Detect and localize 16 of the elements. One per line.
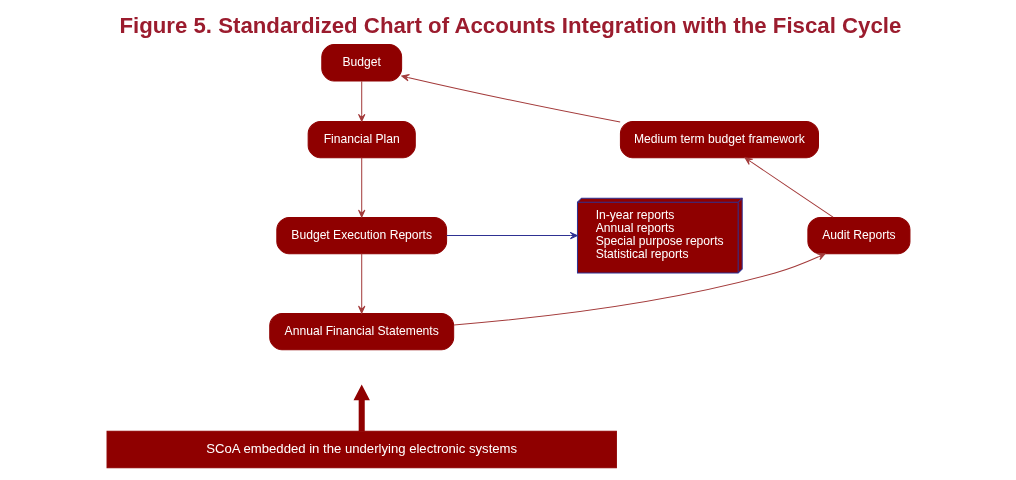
diagram-title: Figure 5. Standardized Chart of Accounts Integration with the Fiscal Cycle — [118, 13, 901, 39]
arrow — [357, 157, 365, 218]
arrow — [445, 231, 578, 240]
arrow — [452, 253, 825, 326]
node-box: Budget — [320, 44, 402, 82]
node-box: Financial Plan — [307, 120, 416, 159]
node-box: Medium term budget framework — [619, 120, 819, 159]
arrow — [400, 74, 621, 123]
arrow — [744, 157, 834, 218]
arrow — [357, 253, 365, 314]
arrow — [357, 80, 365, 122]
node-box: Audit Reports — [806, 216, 910, 255]
arrow — [353, 384, 370, 432]
node-box: Annual Financial Statements — [268, 312, 454, 351]
node-box: SCoA embedded in the underlying electronic systems — [106, 430, 617, 469]
node-box: Budget Execution Reports — [275, 216, 447, 255]
